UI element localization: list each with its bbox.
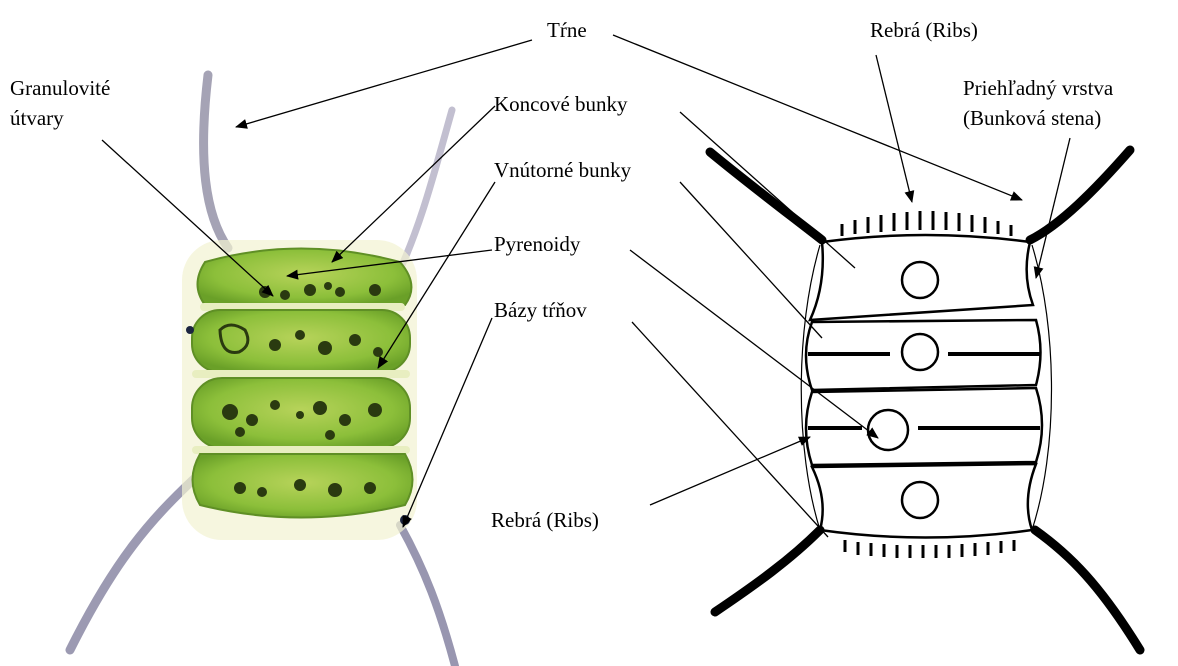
label-priehladny: Priehľadný vrstva (Bunková stena) [963, 76, 1113, 130]
arrow-bazy-right [632, 322, 828, 537]
drawing-cell-4 [812, 464, 1036, 538]
label-granulovite-line2: útvary [10, 106, 110, 130]
drawing-spine-bl [715, 530, 820, 612]
arrow-koncove-right [680, 112, 855, 268]
spine-top-left [204, 75, 228, 248]
arrow-priehladny [1036, 138, 1070, 278]
spine-bottom-left [70, 478, 195, 650]
label-granulovite: Granulovité útvary [10, 76, 110, 130]
label-rebra-bottom: Rebrá (Ribs) [491, 508, 599, 532]
arrow-rebra-bottom [650, 437, 810, 505]
label-rebra-top: Rebrá (Ribs) [870, 18, 978, 42]
micro-cell-3 [192, 378, 410, 448]
drawing-spine-tr [1030, 150, 1130, 240]
label-trne: Tŕne [547, 18, 587, 42]
label-priehladny-line2: (Bunková stena) [963, 106, 1113, 130]
drawing-cell-1 [810, 235, 1033, 320]
pyrenoid-2 [902, 334, 938, 370]
pyrenoid-3 [868, 410, 908, 450]
arrow-trne-right [613, 35, 1022, 200]
line-drawing [710, 150, 1140, 650]
pyrenoid-1 [902, 262, 938, 298]
drawing-spine-tl [710, 152, 822, 240]
label-vnutorne-bunky: Vnútorné bunky [494, 158, 631, 182]
arrow-rebra-top [876, 55, 912, 202]
label-bazy-trnov: Bázy tŕňov [494, 298, 587, 322]
label-granulovite-line1: Granulovité [10, 76, 110, 100]
label-koncove-bunky: Koncové bunky [494, 92, 628, 116]
micro-cell-2 [192, 310, 410, 372]
ribs-top [842, 211, 1011, 236]
spine-bottom-right [400, 525, 455, 666]
micro-cell-4 [193, 454, 413, 518]
ribs-bottom [845, 540, 1014, 558]
label-pyrenoidy: Pyrenoidy [494, 232, 580, 256]
pyrenoid-4 [902, 482, 938, 518]
label-priehladny-line1: Priehľadný vrstva [963, 76, 1113, 100]
arrow-pyrenoidy-right [630, 250, 878, 438]
drawing-spine-br [1035, 530, 1140, 650]
arrow-vnutorne-right [680, 182, 822, 338]
